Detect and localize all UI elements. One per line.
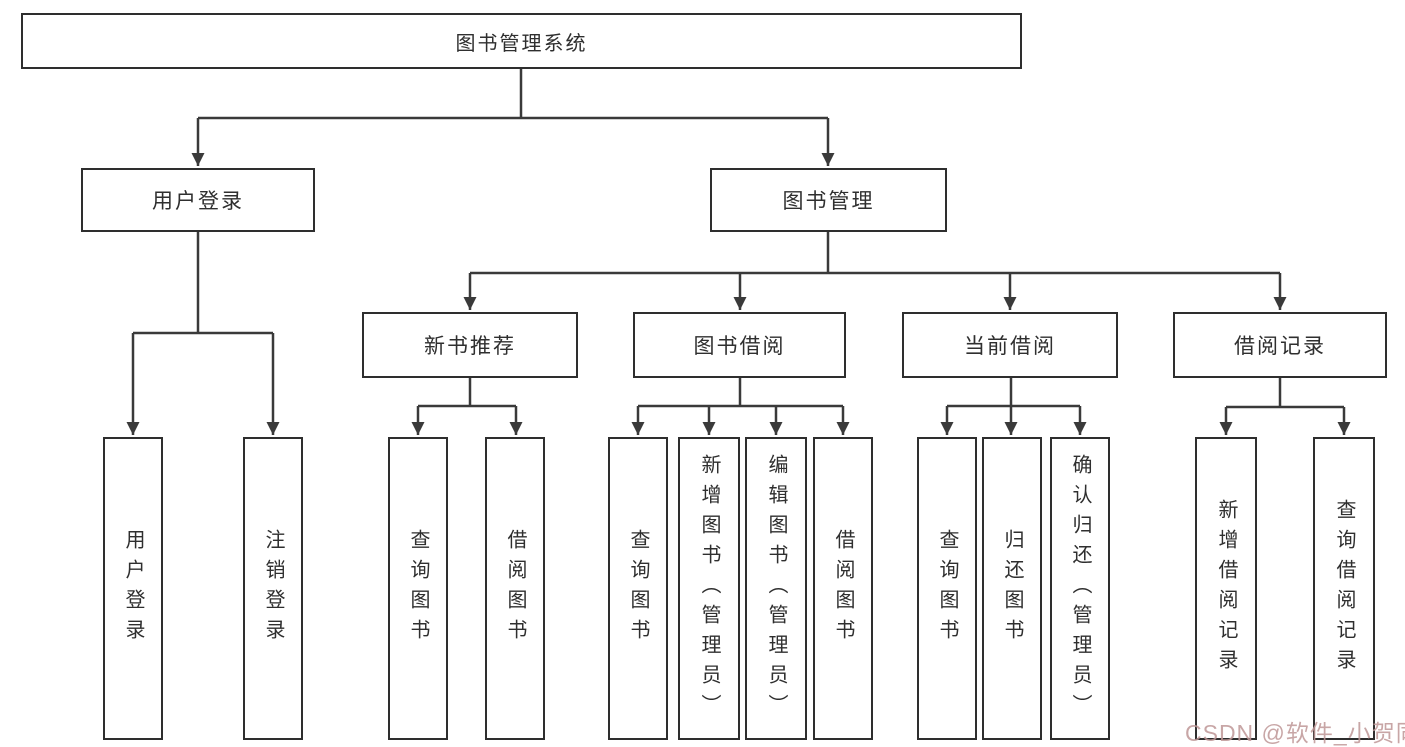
node-user-login: 用户登录 [81, 168, 315, 232]
node-add-borrow-record: 新增借阅记录 [1195, 437, 1257, 740]
node-book-management: 图书管理 [710, 168, 947, 232]
node-add-books-admin: 新增图书（管理员） [678, 437, 740, 740]
node-current-borrowing: 当前借阅 [902, 312, 1118, 378]
node-logout: 注销登录 [243, 437, 303, 740]
node-query-books-borrowing: 查询图书 [608, 437, 668, 740]
node-borrow-books-borrowing: 借阅图书 [813, 437, 873, 740]
node-query-books-recommend: 查询图书 [388, 437, 448, 740]
node-query-books-current: 查询图书 [917, 437, 977, 740]
node-new-book-recommend: 新书推荐 [362, 312, 578, 378]
node-borrow-books-recommend: 借阅图书 [485, 437, 545, 740]
node-confirm-return-admin: 确认归还（管理员） [1050, 437, 1110, 740]
node-edit-books-admin: 编辑图书（管理员） [745, 437, 807, 740]
csdn-watermark: CSDN @软件_小贺同学 [1185, 720, 1405, 746]
node-user-login-leaf: 用户登录 [103, 437, 163, 740]
node-root-library-management-system: 图书管理系统 [21, 13, 1022, 69]
node-book-borrowing: 图书借阅 [633, 312, 846, 378]
node-return-books: 归还图书 [982, 437, 1042, 740]
node-borrowing-records: 借阅记录 [1173, 312, 1387, 378]
node-query-borrow-record: 查询借阅记录 [1313, 437, 1375, 740]
